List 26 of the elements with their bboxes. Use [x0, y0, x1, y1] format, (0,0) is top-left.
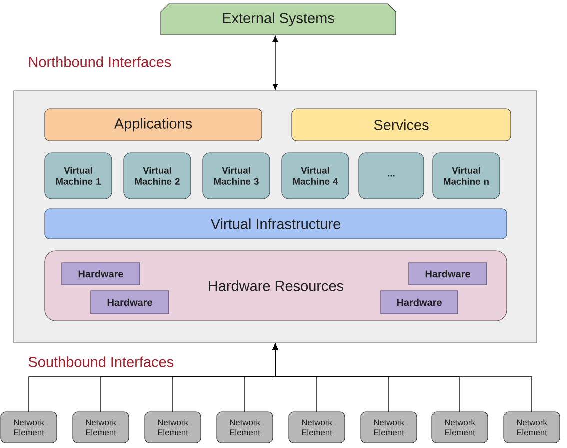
vm-box: Virtual Machine 2	[124, 152, 192, 200]
network-element-box: Network Element	[360, 412, 418, 444]
layer-box: Services	[292, 108, 512, 142]
arrow	[272, 344, 532, 412]
network-element-box: Network Element	[0, 412, 58, 444]
hardware-box: Hardware	[62, 262, 140, 286]
hardware-box: Hardware	[408, 262, 488, 286]
vm-box: Virtual Machine n	[432, 152, 500, 200]
layer-box: Virtual Infrastructure	[44, 208, 508, 240]
vm-box: Virtual Machine 4	[282, 152, 350, 200]
network-element-box: Network Element	[504, 412, 560, 444]
arrow	[272, 36, 278, 90]
network-element-box: Network Element	[432, 412, 488, 444]
vm-box: ...	[358, 152, 424, 200]
hardware-box: Hardware	[90, 290, 170, 314]
section-label: Southbound Interfaces	[28, 356, 174, 368]
layer-box: Applications	[44, 108, 262, 142]
system-box: External Systems	[160, 4, 396, 36]
network-element-box: Network Element	[288, 412, 346, 444]
network-element-box: Network Element	[144, 412, 202, 444]
network-element-box: Network Element	[216, 412, 274, 444]
vm-box: Virtual Machine 3	[202, 152, 270, 200]
section-label: Northbound Interfaces	[29, 56, 172, 68]
vm-box: Virtual Machine 1	[44, 152, 112, 200]
hardware-box: Hardware	[380, 290, 458, 314]
network-element-box: Network Element	[72, 412, 130, 444]
